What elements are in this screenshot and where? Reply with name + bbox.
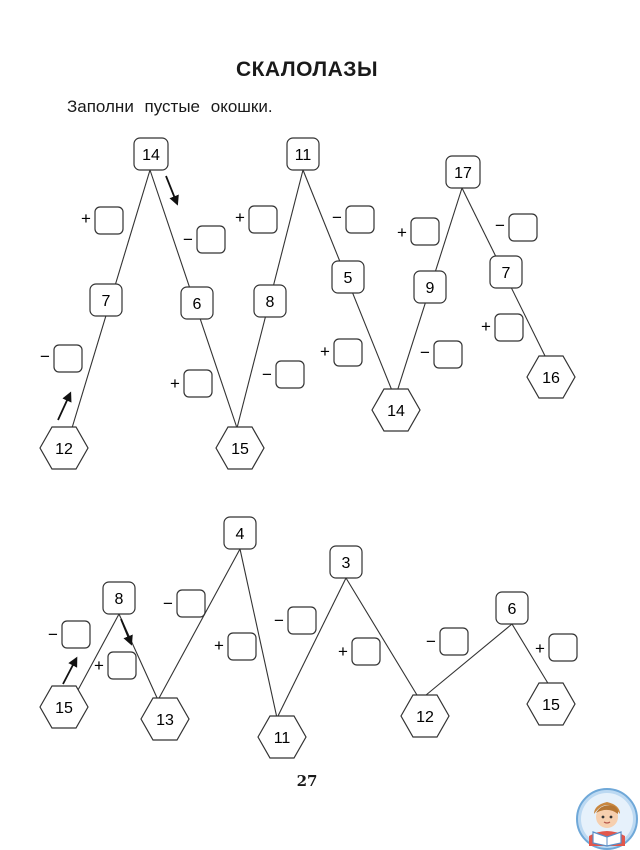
bottom-number-peak4: 6	[508, 601, 517, 618]
bottom-number-start: 15	[55, 700, 73, 717]
bottom-line-13-to-4	[157, 548, 241, 701]
top-number-valley1: 15	[231, 441, 249, 458]
operator-sign: +	[214, 636, 224, 655]
operator-sign: +	[481, 317, 491, 336]
top-number-peak1: 14	[142, 147, 160, 164]
answer-box[interactable]	[287, 606, 317, 635]
operator-sign: +	[81, 209, 91, 228]
bottom-row-blanks: − + − + − + − +	[48, 589, 578, 680]
bottom-number-valley3: 12	[416, 709, 434, 726]
operator-sign: −	[332, 208, 342, 227]
top-number-valley2: 14	[387, 403, 405, 420]
operator-sign: +	[235, 208, 245, 227]
answer-box[interactable]	[94, 206, 124, 235]
top-number-mid1: 7	[102, 293, 111, 310]
bottom-line-15-to-8	[77, 613, 120, 691]
bottom-number-peak1: 8	[115, 591, 124, 608]
answer-box[interactable]	[494, 313, 524, 342]
operator-sign: +	[338, 642, 348, 661]
operator-sign: −	[426, 632, 436, 651]
operator-sign: −	[183, 230, 193, 249]
bottom-number-valley1: 13	[156, 712, 174, 729]
bottom-line-6-to-15	[511, 623, 550, 686]
answer-box[interactable]	[508, 213, 538, 242]
answer-box[interactable]	[61, 620, 91, 649]
top-row-blanks: + − − + + − − + + − − +	[40, 205, 538, 398]
answer-box[interactable]	[351, 637, 381, 666]
bottom-row-hexagons: 15 13 11 12 15	[39, 682, 576, 759]
operator-sign: +	[320, 342, 330, 361]
top-number-mid6: 7	[502, 265, 511, 282]
answer-box[interactable]	[548, 633, 578, 662]
answer-box[interactable]	[433, 340, 463, 369]
arrow-icon	[62, 656, 78, 685]
operator-sign: −	[163, 594, 173, 613]
bottom-line-3-to-12	[345, 577, 421, 701]
operator-sign: +	[397, 223, 407, 242]
operator-sign: −	[495, 216, 505, 235]
top-number-mid5: 9	[426, 280, 435, 297]
page-title: СКАЛОЛАЗЫ	[235, 58, 379, 81]
answer-box[interactable]	[227, 632, 257, 661]
top-number-mid4: 5	[344, 270, 353, 287]
bottom-row-number-boxes: 8 4 3 6	[102, 516, 529, 625]
page-number: 27	[296, 772, 318, 790]
bottom-line-12-to-6	[419, 623, 513, 701]
operator-sign: −	[48, 625, 58, 644]
bottom-line-4-to-11	[239, 548, 278, 719]
bottom-line-11-to-3	[276, 577, 347, 719]
arrow-icon	[57, 391, 72, 421]
operator-sign: −	[420, 343, 430, 362]
operator-sign: −	[274, 611, 284, 630]
top-row-lines	[71, 169, 549, 429]
top-number-end: 16	[542, 370, 560, 387]
top-number-start: 12	[55, 441, 73, 458]
bottom-number-peak2: 4	[236, 526, 245, 543]
bottom-number-peak3: 3	[342, 555, 351, 572]
top-number-peak3: 17	[454, 165, 472, 182]
operator-sign: +	[94, 656, 104, 675]
reading-boy-badge-icon	[576, 788, 638, 850]
operator-sign: −	[262, 365, 272, 384]
top-row-hexagons: 12 15 14 16	[39, 355, 576, 470]
top-number-peak2: 11	[295, 147, 312, 164]
answer-box[interactable]	[439, 627, 469, 656]
answer-box[interactable]	[196, 225, 226, 254]
answer-box[interactable]	[183, 369, 213, 398]
answer-box[interactable]	[333, 338, 363, 367]
bottom-number-end: 15	[542, 697, 560, 714]
answer-box[interactable]	[275, 360, 305, 389]
answer-box[interactable]	[176, 589, 206, 618]
operator-sign: +	[535, 639, 545, 658]
arrow-icon	[120, 618, 133, 646]
operator-sign: +	[170, 374, 180, 393]
answer-box[interactable]	[345, 205, 375, 234]
answer-box[interactable]	[107, 651, 137, 680]
top-number-mid2: 6	[193, 296, 202, 313]
arrow-icon	[165, 175, 179, 206]
bottom-number-valley2: 11	[274, 730, 291, 747]
top-row-number-boxes: 14 7 6 8 11 5 9 17 7	[89, 137, 523, 320]
instruction-text: Заполни пустые окошки.	[67, 97, 273, 116]
answer-box[interactable]	[248, 205, 278, 234]
operator-sign: −	[40, 347, 50, 366]
answer-box[interactable]	[410, 217, 440, 246]
answer-box[interactable]	[53, 344, 83, 373]
top-number-mid3: 8	[266, 294, 275, 311]
